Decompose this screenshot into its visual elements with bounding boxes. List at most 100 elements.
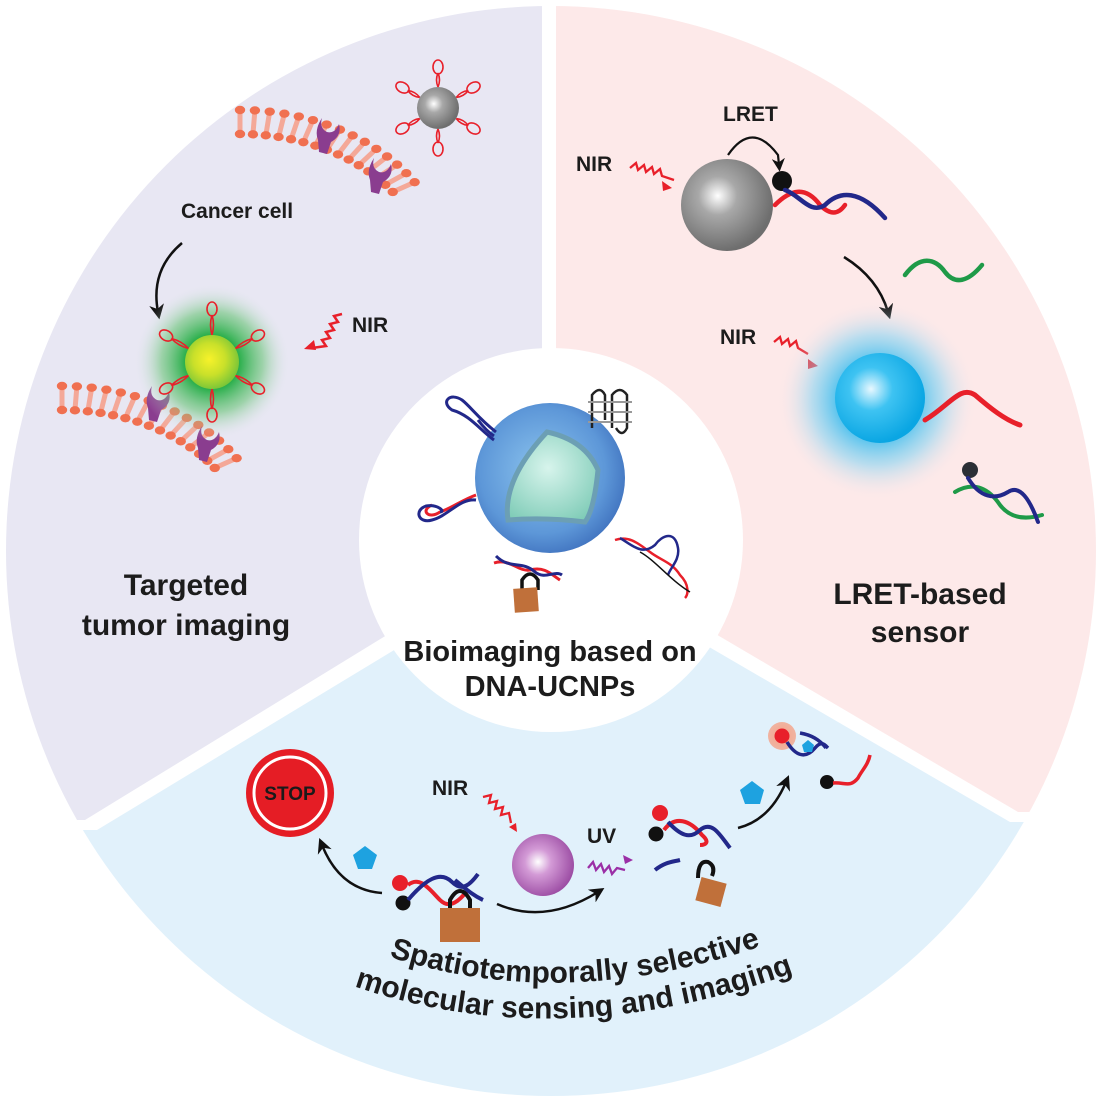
lipid-head [381,152,393,161]
lipid-head [387,187,398,197]
label-cancer-cell: Cancer cell [181,200,293,223]
gray-ucnp-icon [681,159,773,251]
process-arrow-icon [317,838,383,895]
duplex-dna-icon [662,819,732,850]
gray-nanoparticle-icon [395,59,481,157]
duplex-dna-icon [772,187,888,221]
nir-arrow-icon [629,160,675,182]
fluorophore-icon [652,805,668,821]
sector-targeted-tumor-imaging: Cancer cell NIR Targeted tumor imaging [56,59,481,642]
lipid-head [371,144,382,154]
lipid-head [175,437,186,446]
aptamer-loop [466,81,481,94]
lipid-head [298,137,309,147]
lipid-tail [124,398,136,416]
lipid-head [310,141,321,150]
sector-title-line2: sensor [871,616,970,649]
lipid-head [132,417,143,426]
lipid-tail [111,395,123,413]
lipid-head [231,453,242,463]
lipid-head [82,407,93,416]
released-dna-red-icon [832,754,872,786]
lipid-head [249,106,261,115]
lipid-head [71,382,83,391]
lipid-head [409,177,420,187]
quencher-icon [648,826,664,842]
aptamer-loop [466,122,481,135]
lipid-head [234,105,246,115]
aptamer-loop [250,382,266,395]
aptamer-loop [395,81,410,94]
lipid-tail [216,457,235,469]
lipid-head [285,135,297,144]
g-quadruplex-icon [588,388,632,435]
lipid-tail [209,448,227,462]
center-title-line2: DNA-UCNPs [465,671,636,703]
lipid-head [129,391,141,401]
aptamer-loop [432,141,444,157]
lipid-head [101,385,112,394]
target-dna-green-icon [902,258,985,283]
lipid-head [143,421,155,430]
lipid-tail [338,136,353,154]
aptamer-loop [250,329,266,342]
lipid-tail [98,392,108,411]
cleaved-dna-fragment-icon [653,858,681,872]
lipid-head [343,155,354,164]
lipid-head [69,406,81,415]
label-nir-top: NIR [576,153,612,176]
lipid-head [332,150,344,159]
lipid-head [95,408,106,418]
label-nir-bottom: NIR [720,326,756,349]
quencher-icon [395,895,411,911]
released-dna-red-icon [922,389,1023,428]
lipid-head [209,463,220,473]
uv-arrow-icon [587,859,626,877]
lipid-tail [359,149,376,165]
lipid-head [165,431,176,440]
aptamer-loop [158,329,174,342]
fluorophore-icon [392,875,408,891]
lipid-head [154,426,166,435]
lipid-tail [276,116,286,135]
lipid-tail [349,142,365,159]
lipid-head [264,107,275,116]
quencher-icon [962,462,978,478]
lipid-head [347,131,358,140]
hairpin-dna-icon [417,493,477,523]
lipid-head [260,131,271,140]
aptamer-loop [395,122,410,135]
process-arrow-icon [149,242,183,320]
nir-arrow-icon [311,312,343,350]
duplex-dna-icon [614,534,691,599]
lipid-head [247,130,259,139]
lipid-tail [302,122,314,140]
lipid-head [353,161,364,170]
target-molecule-icon [353,846,377,869]
nir-arrow-head [304,340,316,350]
lipid-head [185,443,196,452]
quencher-icon [820,775,834,789]
aptamer-loop [158,382,174,395]
lipid-head [120,413,131,423]
aptamer-loop [206,407,218,423]
lipid-head [234,129,246,139]
caged-dna-icon [493,554,563,582]
unlocked-lock-icon [695,859,727,907]
lipid-head [273,132,284,142]
center-title-line1: Bioimaging based on [403,636,696,668]
blue-ucnp-icon [835,353,925,443]
lock-icon [440,889,480,942]
lock-icon [513,572,540,613]
lipid-head [279,109,290,118]
aptamer-loop [206,301,218,317]
uv-arrow-head [623,855,633,864]
lipid-tail [289,119,301,137]
lipid-head [86,383,97,392]
sector-lret-sensor: LRET NIR NIR LRET-based sensor [576,103,1044,649]
fluorophore-icon [774,728,790,744]
lipid-head [391,160,403,169]
lipid-head [293,112,305,121]
lipid-tail [394,181,413,193]
